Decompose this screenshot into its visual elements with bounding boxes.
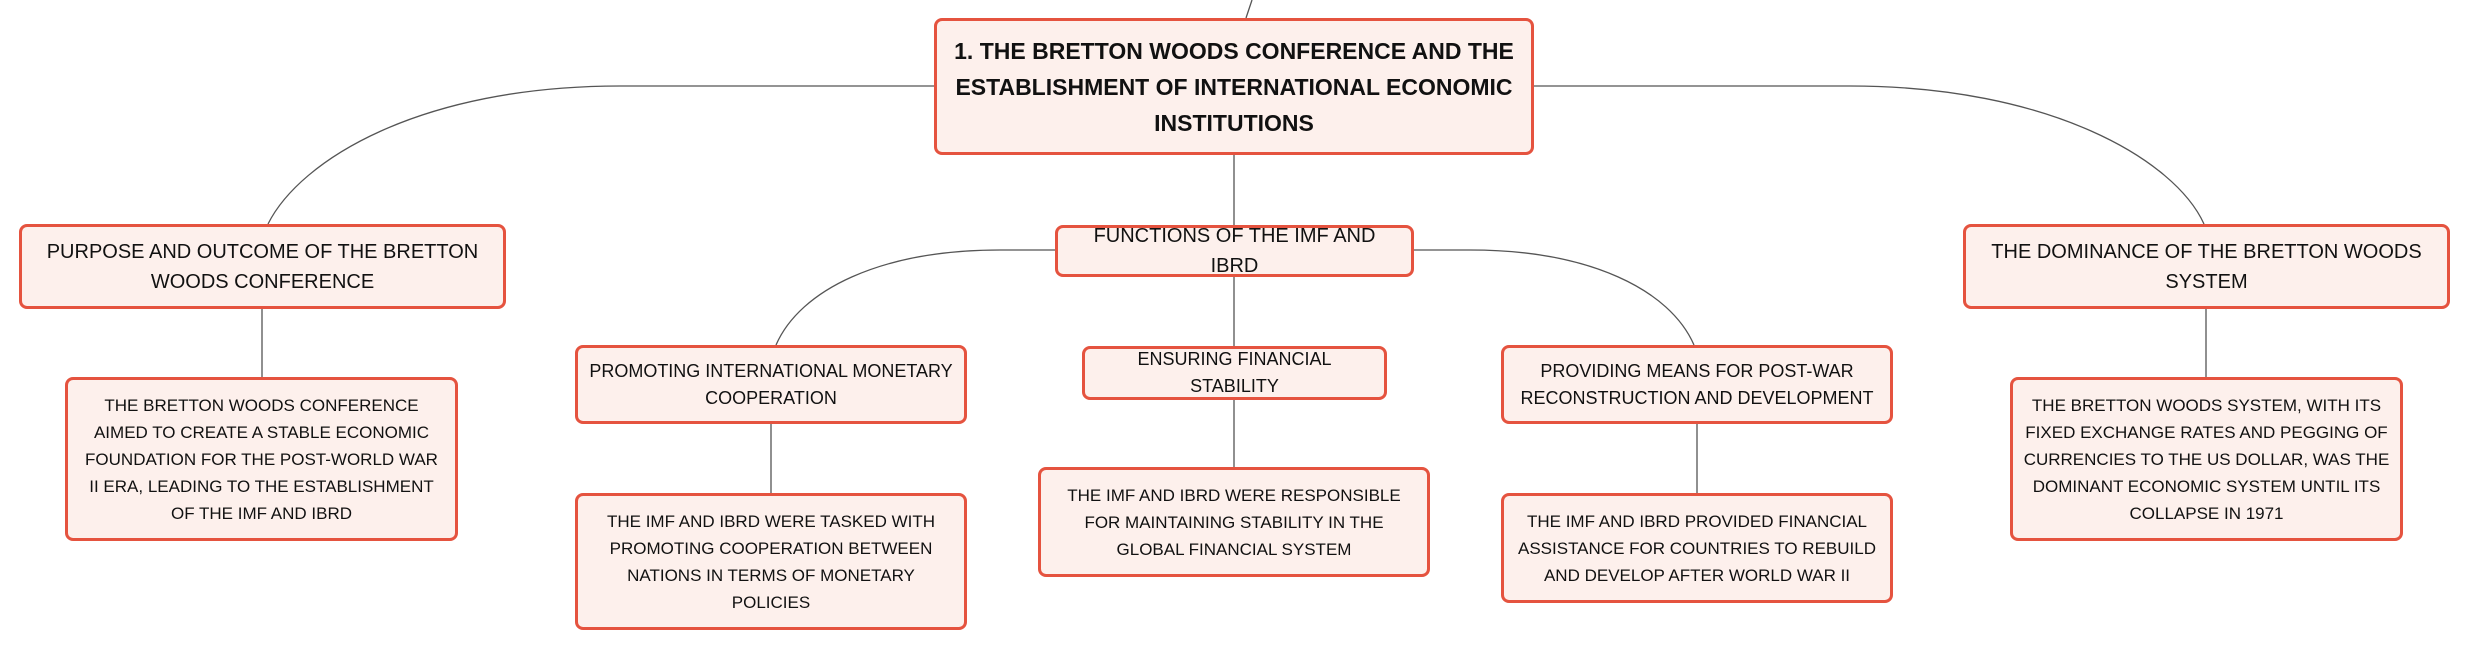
connector-functions-reconstruction <box>1414 249 1695 346</box>
topic-dominance-bretton-woods-label: THE DOMINANCE OF THE BRETTON WOODS SYSTE… <box>1991 240 2422 293</box>
detail-post-war-reconstruction-text: THE IMF AND IBRD PROVIDED FINANCIAL ASSI… <box>1517 511 1876 585</box>
root-topic[interactable]: 1. THE BRETTON WOODS CONFERENCE AND THE … <box>934 18 1534 155</box>
subtopic-financial-stability[interactable]: ENSURING FINANCIAL STABILITY <box>1082 346 1387 400</box>
detail-dominance-bretton-woods[interactable]: THE BRETTON WOODS SYSTEM, WITH ITS FIXED… <box>2010 377 2403 541</box>
detail-purpose-outcome[interactable]: THE BRETTON WOODS CONFERENCE AIMED TO CR… <box>65 377 458 541</box>
root-topic-label: 1. THE BRETTON WOODS CONFERENCE AND THE … <box>954 37 1514 136</box>
topic-functions-imf-ibrd-label: FUNCTIONS OF THE IMF AND IBRD <box>1093 225 1376 277</box>
topic-purpose-outcome-label: PURPOSE AND OUTCOME OF THE BRETTON WOODS… <box>46 240 479 293</box>
detail-financial-stability[interactable]: THE IMF AND IBRD WERE RESPONSIBLE FOR MA… <box>1038 467 1430 577</box>
subtopic-financial-stability-label: ENSURING FINANCIAL STABILITY <box>1137 349 1332 396</box>
topic-purpose-outcome[interactable]: PURPOSE AND OUTCOME OF THE BRETTON WOODS… <box>19 224 506 309</box>
topic-dominance-bretton-woods[interactable]: THE DOMINANCE OF THE BRETTON WOODS SYSTE… <box>1963 224 2450 309</box>
subtopic-monetary-cooperation-label: PROMOTING INTERNATIONAL MONETARY COOPERA… <box>589 360 953 408</box>
subtopic-monetary-cooperation[interactable]: PROMOTING INTERNATIONAL MONETARY COOPERA… <box>575 345 967 424</box>
detail-dominance-bretton-woods-text: THE BRETTON WOODS SYSTEM, WITH ITS FIXED… <box>2023 395 2390 523</box>
subtopic-post-war-reconstruction[interactable]: PROVIDING MEANS FOR POST-WAR RECONSTRUCT… <box>1501 345 1893 424</box>
topic-functions-imf-ibrd[interactable]: FUNCTIONS OF THE IMF AND IBRD <box>1055 225 1414 277</box>
connector-root-purpose <box>267 85 934 225</box>
detail-monetary-cooperation-text: THE IMF AND IBRD WERE TASKED WITH PROMOT… <box>606 511 936 612</box>
detail-monetary-cooperation[interactable]: THE IMF AND IBRD WERE TASKED WITH PROMOT… <box>575 493 967 630</box>
connector-root-dominance <box>1534 85 2205 225</box>
detail-financial-stability-text: THE IMF AND IBRD WERE RESPONSIBLE FOR MA… <box>1067 485 1401 559</box>
detail-purpose-outcome-text: THE BRETTON WOODS CONFERENCE AIMED TO CR… <box>85 395 438 523</box>
subtopic-post-war-reconstruction-label: PROVIDING MEANS FOR POST-WAR RECONSTRUCT… <box>1520 360 1874 408</box>
connector-functions-monetary <box>775 249 1055 346</box>
detail-post-war-reconstruction[interactable]: THE IMF AND IBRD PROVIDED FINANCIAL ASSI… <box>1501 493 1893 603</box>
connector-parent-root <box>1245 0 1253 19</box>
